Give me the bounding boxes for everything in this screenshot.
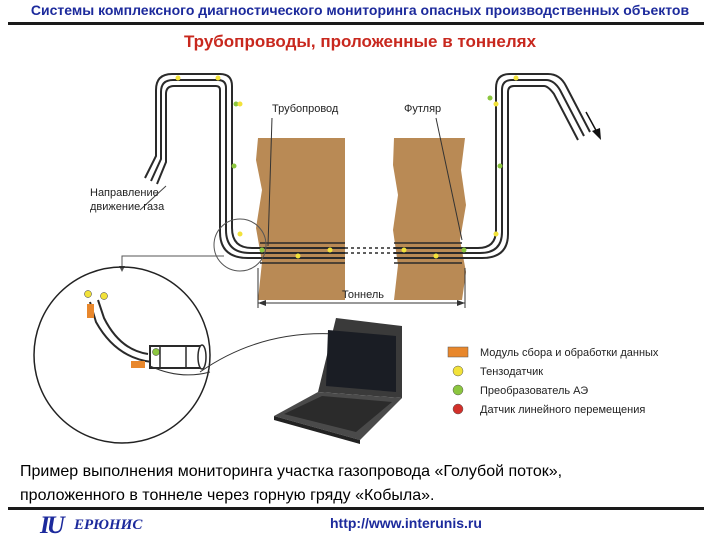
direction-arrow	[139, 185, 167, 211]
strain-gauge	[175, 75, 181, 81]
rock-left	[256, 138, 345, 300]
ae-transducer	[487, 95, 493, 101]
legend-item-label: Преобразователь АЭ	[480, 385, 588, 397]
pipeline-left	[144, 73, 345, 259]
strain-gauge	[493, 231, 499, 237]
ae-transducer	[231, 163, 237, 169]
flow-arrowhead	[592, 128, 601, 140]
pipeline-label: Трубопровод	[272, 103, 339, 115]
casing	[260, 242, 462, 264]
strain-gauge	[327, 247, 333, 253]
strain-gauge	[433, 253, 439, 259]
caption-line: Пример выполнения мониторинга участка га…	[20, 463, 563, 480]
tunnel-pipeline-diagram: Трубопровод Футляр Направление движение …	[33, 73, 659, 444]
ae-transducer	[259, 247, 265, 253]
strain-gauge	[215, 75, 221, 81]
casing-leader	[435, 117, 463, 241]
data-cable	[199, 333, 337, 373]
direction-label: Направление	[90, 187, 159, 199]
legend: Модуль сбора и обработки данных Тензодат…	[447, 346, 659, 416]
logo-text: ЕРЮНИС	[74, 517, 143, 533]
zoom-strain-gauge	[100, 292, 108, 300]
detail-pointer	[121, 255, 224, 268]
legend-item-label: Тензодатчик	[480, 366, 543, 378]
slide-title: Трубопроводы, проложенные в тоннелях	[183, 32, 537, 51]
rock-right	[393, 138, 466, 300]
detail-zoom-circle	[33, 266, 211, 444]
website-url: http://www.interunis.ru	[330, 515, 482, 531]
header-title: Системы комплексного диагностического мо…	[30, 2, 690, 18]
footer-divider	[8, 507, 704, 510]
pipeline-right	[394, 73, 591, 259]
strain-gauge	[237, 231, 243, 237]
legend-module-swatch	[447, 346, 469, 358]
legend-item-label: Модуль сбора и обработки данных	[480, 347, 659, 359]
legend-ae-swatch	[452, 384, 464, 396]
tunnel-label: Тоннель	[342, 289, 384, 301]
strain-gauge	[295, 253, 301, 259]
legend-item-label: Датчик линейного перемещения	[480, 404, 645, 416]
caption-line: проложенного в тоннеле через горную гряд…	[20, 487, 435, 504]
strain-gauge	[493, 101, 499, 107]
logo-mark: IU	[40, 512, 65, 539]
detail-focus-circle	[213, 218, 267, 272]
ae-transducer	[497, 163, 503, 169]
pipeline-leader	[267, 117, 273, 247]
casing-label: Футляр	[404, 103, 441, 115]
laptop-icon	[274, 318, 402, 444]
zoom-module	[87, 304, 94, 318]
header-divider	[8, 22, 704, 25]
ae-transducer	[461, 247, 467, 253]
ae-transducer	[233, 101, 239, 107]
direction-label: движение газа	[90, 201, 165, 213]
zoom-strain-gauge	[84, 290, 92, 298]
zoomed-pipe	[84, 290, 211, 376]
zoom-ae-transducer	[152, 348, 160, 356]
caption: Пример выполнения мониторинга участка га…	[20, 460, 710, 508]
zoom-module	[131, 361, 145, 368]
strain-gauge	[513, 75, 519, 81]
strain-gauge	[237, 101, 243, 107]
legend-displacement-swatch	[452, 403, 464, 415]
sensor-markers	[175, 75, 519, 259]
strain-gauge	[401, 247, 407, 253]
legend-strain-swatch	[452, 365, 464, 377]
